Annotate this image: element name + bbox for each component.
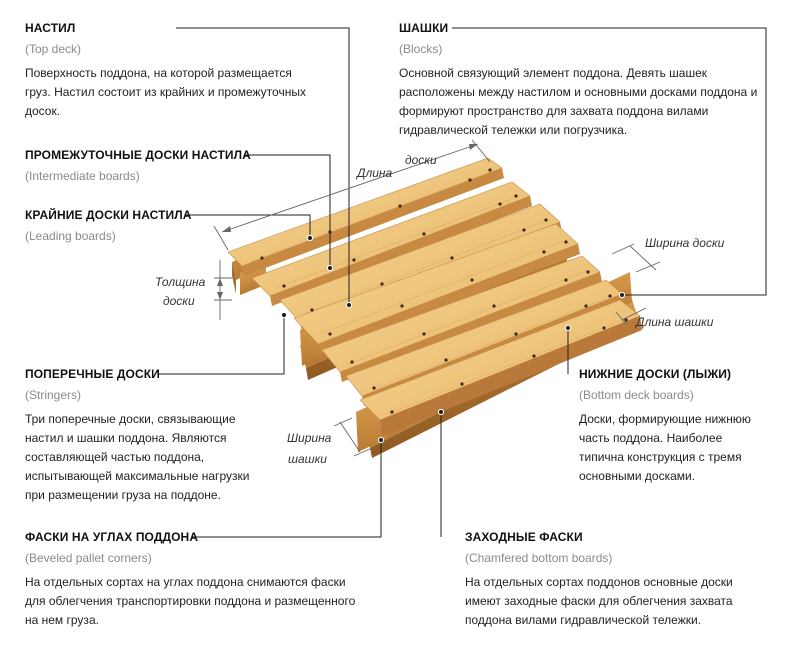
callout-bottom-deck-boards: НИЖНИЕ ДОСКИ (ЛЫЖИ) (Bottom deck boards)… xyxy=(579,367,779,486)
blocks-description: Основной связующий элемент поддона. Девя… xyxy=(399,66,758,137)
callout-stringers: ПОПЕРЕЧНЫЕ ДОСКИ (Stringers) Три попереч… xyxy=(25,367,260,505)
beveled-corners-description: На отдельных сортах на углах поддона сни… xyxy=(25,575,356,627)
blocks-subtitle: (Blocks) xyxy=(399,42,443,56)
chamfered-bottom-boards-description: На отдельных сортах поддонов основные до… xyxy=(465,575,733,627)
stringers-description: Три поперечные доски, связывающие настил… xyxy=(25,412,250,502)
leader-dots xyxy=(280,234,626,444)
callout-blocks: ШАШКИ (Blocks) Основной связующий элемен… xyxy=(399,21,779,140)
pallet-top-deck xyxy=(227,157,642,436)
stringers-title: ПОПЕРЕЧНЫЕ ДОСКИ xyxy=(25,367,160,381)
dimension-arrows xyxy=(217,144,478,300)
callout-leading-boards: КРАЙНИЕ ДОСКИ НАСТИЛА (Leading boards) xyxy=(25,208,192,243)
chamfered-bottom-boards-title: ЗАХОДНЫЕ ФАСКИ xyxy=(465,530,583,544)
label-block-length: Длина шашки xyxy=(634,315,714,329)
top-deck-subtitle: (Top deck) xyxy=(25,42,82,56)
beveled-corners-subtitle: (Beveled pallet corners) xyxy=(25,551,152,565)
bottom-deck-boards-title: НИЖНИЕ ДОСКИ (ЛЫЖИ) xyxy=(579,367,732,381)
label-board-width: Ширина доски xyxy=(645,236,725,250)
callout-beveled-corners: ФАСКИ НА УГЛАХ ПОДДОНА (Beveled pallet c… xyxy=(25,530,365,630)
stringers-subtitle: (Stringers) xyxy=(25,388,82,402)
callout-intermediate-boards: ПРОМЕЖУТОЧНЫЕ ДОСКИ НАСТИЛА (Intermediat… xyxy=(25,148,251,183)
label-board-thickness-b: доски xyxy=(163,294,195,308)
label-board-length-a: Длина xyxy=(355,166,392,180)
bottom-deck-boards-description: Доски, формирующие нижнюю часть поддона.… xyxy=(579,412,751,483)
callout-chamfered-bottom-boards: ЗАХОДНЫЕ ФАСКИ (Chamfered bottom boards)… xyxy=(465,530,765,630)
callout-top-deck: НАСТИЛ (Top deck) Поверхность поддона, н… xyxy=(25,21,325,121)
intermediate-boards-title: ПРОМЕЖУТОЧНЫЕ ДОСКИ НАСТИЛА xyxy=(25,148,251,162)
dimension-lines xyxy=(213,139,661,457)
leading-boards-subtitle: (Leading boards) xyxy=(25,229,116,243)
label-block-width-a: Ширина xyxy=(287,431,332,445)
label-board-length-b: доски xyxy=(405,153,437,167)
intermediate-boards-subtitle: (Intermediate boards) xyxy=(25,169,140,183)
blocks-title: ШАШКИ xyxy=(399,21,449,35)
chamfered-bottom-boards-subtitle: (Chamfered bottom boards) xyxy=(465,551,613,565)
leading-boards-title: КРАЙНИЕ ДОСКИ НАСТИЛА xyxy=(25,208,192,222)
top-deck-description: Поверхность поддона, на которой размещае… xyxy=(25,66,306,118)
bottom-deck-boards-subtitle: (Bottom deck boards) xyxy=(579,388,694,402)
beveled-corners-title: ФАСКИ НА УГЛАХ ПОДДОНА xyxy=(25,530,199,544)
label-block-width-b: шашки xyxy=(288,452,327,466)
top-deck-title: НАСТИЛ xyxy=(25,21,76,35)
leader-lines xyxy=(158,27,767,538)
label-board-thickness-a: Толщина xyxy=(155,275,206,289)
